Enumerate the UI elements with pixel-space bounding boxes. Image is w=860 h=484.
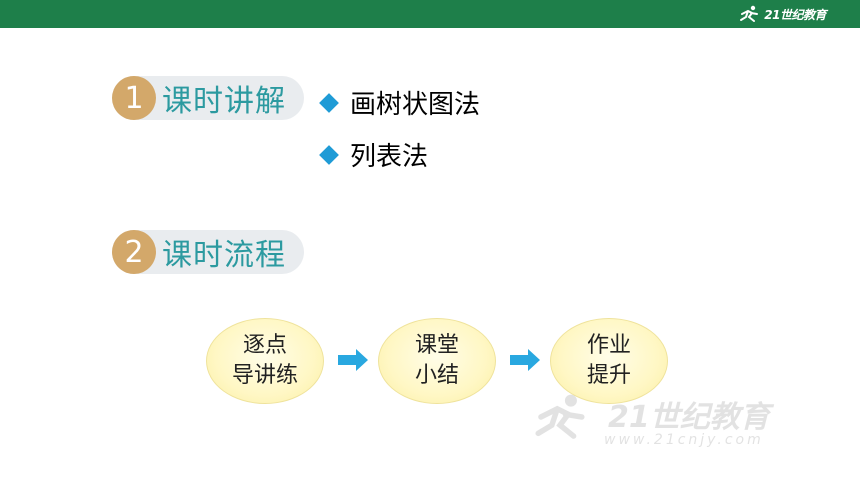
logo-text: 21世纪教育: [764, 7, 826, 22]
flow-step-line2: 小结: [414, 363, 459, 388]
bullet-text: 列表法: [350, 142, 429, 172]
section-title: 课时流程: [162, 238, 286, 273]
section-lesson-explain: 1 课时讲解: [112, 76, 304, 120]
watermark-logo: 21世纪教育 www.21cnjy.com: [530, 388, 830, 458]
flow-step-line2: 导讲练: [231, 363, 298, 388]
watermark-url: www.21cnjy.com: [604, 432, 764, 448]
flow-step-line1: 作业: [586, 333, 631, 358]
diamond-bullet-icon: [319, 144, 339, 165]
section-title: 课时讲解: [162, 84, 286, 119]
flow-step: 逐点 导讲练: [206, 318, 324, 404]
flow-step-line2: 提升: [586, 363, 631, 388]
bullet-text: 画树状图法: [350, 90, 481, 120]
runner-icon: [740, 5, 759, 22]
section-lesson-flow: 2 课时流程: [112, 230, 304, 274]
flow-step-line1: 课堂: [414, 333, 459, 358]
top-bar: 21世纪教育: [0, 0, 860, 28]
bullet-item: 列表法: [318, 136, 428, 173]
runner-icon: [535, 394, 585, 439]
section-number-badge: 2: [112, 230, 156, 274]
bullet-item: 画树状图法: [318, 84, 480, 121]
flow-step: 课堂 小结: [378, 318, 496, 404]
section-number-badge: 1: [112, 76, 156, 120]
right-arrow-icon: [510, 349, 540, 371]
brand-logo: 21世纪教育: [738, 4, 826, 24]
flow-step-line1: 逐点: [242, 333, 287, 358]
flow-step: 作业 提升: [550, 318, 668, 404]
watermark-text: 21世纪教育: [608, 400, 770, 435]
right-arrow-icon: [338, 349, 368, 371]
diamond-bullet-icon: [319, 92, 339, 113]
